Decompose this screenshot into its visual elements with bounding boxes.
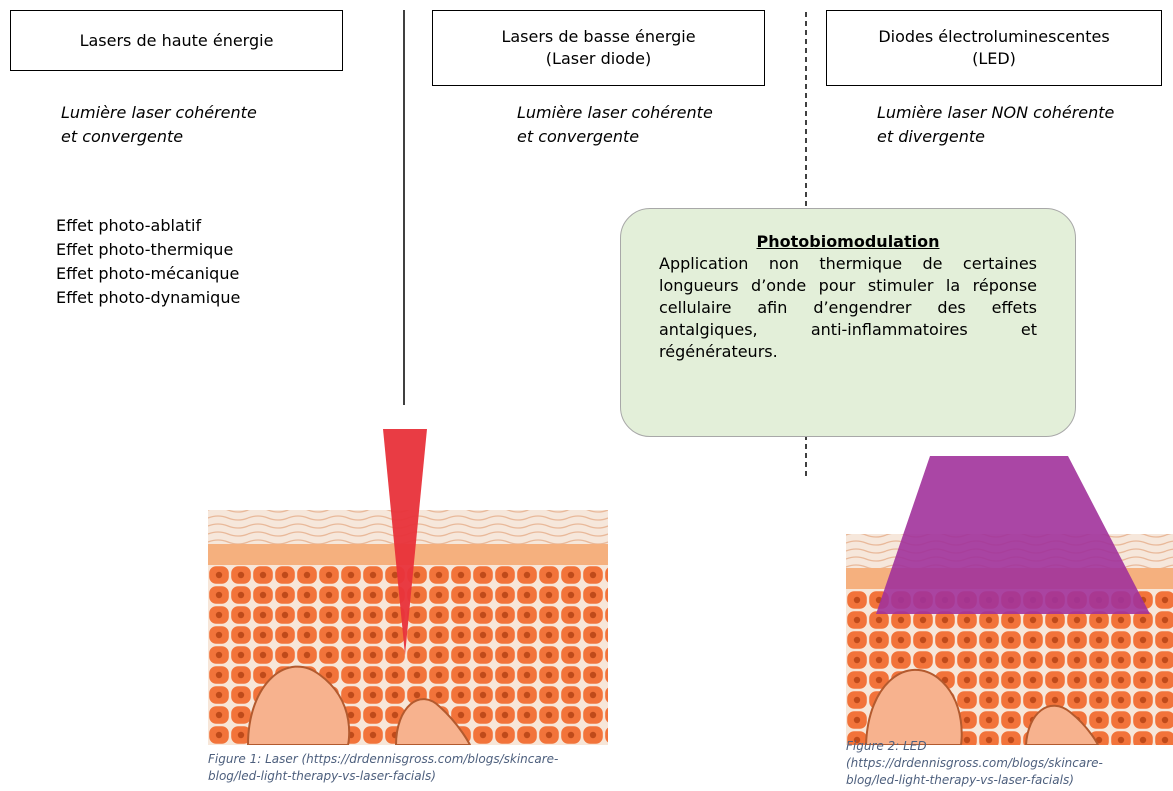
light-property-low: Lumière laser cohérente et convergente [517, 103, 713, 146]
figure-2-caption: Figure 2: LED (https://drdennisgross.com… [846, 739, 1103, 787]
effect-item: Effet photo-thermique [56, 240, 234, 259]
light-property-led: Lumière laser NON cohérente et divergent… [877, 103, 1115, 146]
photobiomodulation-box: Photobiomodulation Application non therm… [620, 208, 1076, 437]
led-beam [876, 456, 1150, 614]
dermal-papilla [394, 698, 472, 745]
photobiomodulation-title: Photobiomodulation [756, 232, 940, 251]
header-low-energy-laser: Lasers de basse énergie (Laser diode) [432, 10, 765, 86]
laser-beam [383, 429, 427, 655]
header-line: (Laser diode) [545, 49, 652, 68]
header-led: Diodes électroluminescentes (LED) [826, 10, 1162, 86]
effects-list: Effet photo-ablatif Effet photo-thermiqu… [56, 214, 240, 310]
photobiomodulation-text: Application non thermique de certaines l… [659, 254, 1037, 361]
effect-item: Effet photo-mécanique [56, 264, 240, 283]
header-line: Lasers de haute énergie [79, 30, 274, 50]
effect-item: Effet photo-dynamique [56, 288, 241, 307]
effect-item: Effet photo-ablatif [56, 216, 202, 235]
led-skin-illustration [846, 456, 1173, 745]
dermal-papilla [1024, 704, 1100, 745]
dermal-papilla [864, 668, 963, 745]
header-line: (LED) [972, 49, 1016, 68]
figure-1-caption: Figure 1: Laser (https://drdennisgross.c… [208, 752, 559, 783]
dermal-papilla [246, 665, 351, 745]
header-high-energy-laser: Lasers de haute énergie [10, 10, 343, 71]
laser-skin-illustration [208, 429, 608, 745]
light-property-high: Lumière laser cohérente et convergente [61, 103, 257, 146]
header-line: Lasers de basse énergie [501, 27, 696, 46]
header-line: Diodes électroluminescentes [878, 27, 1110, 46]
